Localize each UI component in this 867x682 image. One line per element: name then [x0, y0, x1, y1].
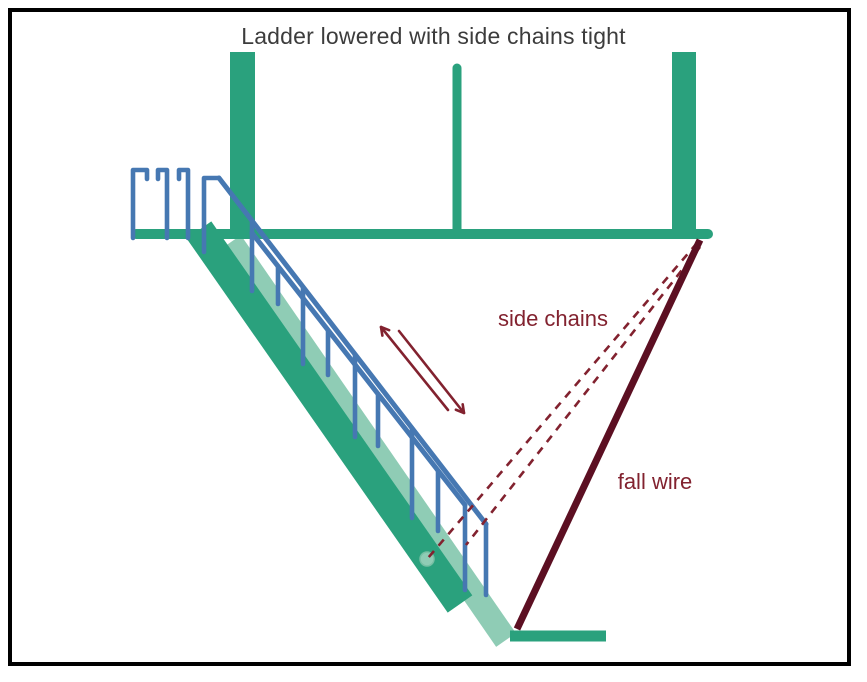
gateway-stanchion [201, 175, 222, 255]
diagram-title: Ladder lowered with side chains tight [241, 23, 626, 49]
handrail-lower-rail [249, 230, 468, 508]
handrail-upper-rail [216, 175, 489, 527]
side-chain-line-2 [464, 246, 702, 546]
deck-rail-bracket-1 [130, 167, 150, 241]
side-chain-line-1 [427, 242, 698, 559]
deck-post-right [672, 52, 696, 235]
deck-rail-bracket-2 [155, 167, 170, 241]
ladder-near-stringer [186, 221, 473, 613]
deck-rail-bracket-3 [176, 167, 191, 241]
ladder-far-stringer [221, 235, 516, 647]
annotations: side chains fall wire [498, 306, 692, 494]
ship-structure [131, 52, 713, 647]
fall-wire-label: fall wire [618, 469, 693, 494]
fall-wire-line [513, 238, 704, 631]
rigging [379, 238, 704, 631]
handrail [130, 167, 489, 598]
side-chains-label: side chains [498, 306, 608, 331]
double-arrow-icon [379, 325, 466, 415]
